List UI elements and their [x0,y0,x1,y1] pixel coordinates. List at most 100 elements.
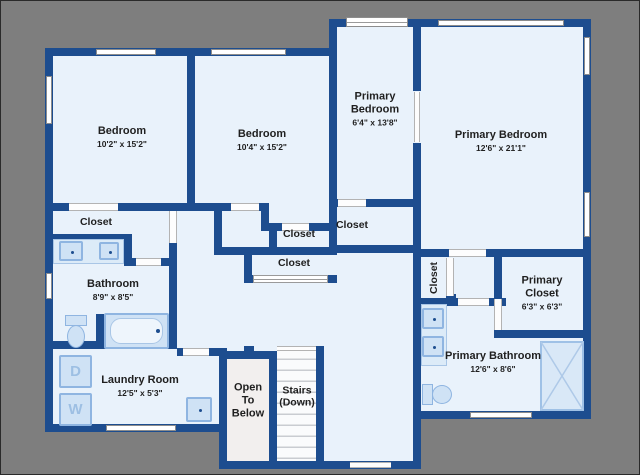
room-name: Primary Bedroom [350,90,400,116]
sink-icon [99,242,119,260]
room-label-stairs: Stairs (Down) [272,385,322,410]
open-to-below-area [227,359,269,461]
wall [413,143,421,199]
room-label-primary-bedroom-small: Primary Bedroom 6'4" x 13'8" [346,91,404,128]
sink-icon [422,336,444,357]
door-opening [338,199,366,207]
dryer-label: D [70,363,81,380]
room-name: Bedroom [97,125,147,138]
staircase [277,349,316,461]
room-label-bedroom-1: Bedroom 10'2" x 15'2" [77,125,167,149]
window [46,76,52,124]
door-opening [449,249,486,257]
room-name: Laundry Room [101,374,179,387]
door-opening [169,211,177,243]
room-name: Primary Bedroom [454,129,548,142]
window [106,425,176,431]
room-name: Stairs (Down) [279,384,315,409]
sink-icon [59,241,83,261]
room-label-primary-bathroom: Primary Bathroom 12'6" x 8'6" [433,350,553,374]
room-dims: 8'9" x 8'5" [92,291,134,302]
room-label-open-to-below: Open To Below [229,382,267,421]
closet-label-vertical: Closet [428,261,440,295]
room-label-bathroom: Bathroom 8'9" x 8'5" [68,278,158,302]
washer-icon: W [59,393,92,426]
wall [187,56,195,204]
room-dims: 12'6" x 21'1" [476,142,526,153]
wall [124,234,132,266]
wall [413,199,421,419]
bathtub-icon [104,313,169,349]
door-opening [136,258,161,266]
washer-label: W [68,401,83,418]
wall [494,249,502,299]
window [211,49,286,55]
door-opening [69,203,118,211]
room-dims: 6'3" x 6'3" [521,301,563,312]
wall [244,346,254,351]
wall [413,19,421,91]
wall [96,314,104,349]
closet-label: Closet [335,219,369,231]
room-label-laundry: Laundry Room 12'5" x 5'3" [90,374,190,398]
wall [337,199,421,207]
door-opening [446,258,454,296]
wall [169,203,177,349]
window [470,412,532,418]
door-opening [494,299,502,330]
room-name: Primary Closet [521,274,563,300]
wall [261,203,269,231]
closet-label: Closet [282,228,316,240]
sink-icon [422,308,444,329]
wall [45,48,337,56]
window [46,273,52,299]
window [96,49,156,55]
room-label-bedroom-2: Bedroom 10'4" x 15'2" [217,128,307,152]
stairs-opening [277,346,316,351]
wall [244,247,252,283]
door-opening [414,92,420,142]
closet-label: Closet [79,216,113,228]
door-opening [183,348,209,356]
wall [316,346,324,461]
window [438,20,564,26]
wall [413,249,591,257]
room-dims: 12'5" x 5'3" [117,387,163,398]
wall [219,348,227,469]
window [346,17,408,27]
wall [219,461,419,469]
wall [269,223,277,255]
wall [269,351,277,461]
wall [214,209,222,255]
wall [45,234,132,242]
closet-label: Closet [277,257,311,269]
wall [413,419,421,469]
room-name: Open To Below [231,381,265,420]
wall [244,275,253,283]
wall [329,56,337,253]
room-dims: 6'4" x 13'8" [352,117,398,128]
shower-icon [540,341,584,411]
wall [214,247,337,255]
window [584,192,590,237]
wall [337,245,421,253]
dryer-icon: D [59,355,92,388]
room-label-primary-bedroom: Primary Bedroom 12'6" x 21'1" [441,129,561,153]
wall [227,351,269,359]
toilet-icon [67,325,85,348]
door-opening [350,462,391,468]
wall [328,275,337,283]
window [584,37,590,75]
laundry-sink-icon [186,397,212,422]
room-dims: 10'2" x 15'2" [97,138,147,149]
door-opening [231,203,259,211]
room-label-primary-closet: Primary Closet 6'3" x 6'3" [515,275,569,312]
room-name: Bedroom [237,128,287,141]
wall [45,203,269,211]
room-name: Bathroom [87,278,139,291]
room-dims: 10'4" x 15'2" [237,141,287,152]
wall [329,19,337,56]
room-dims: 12'6" x 8'6" [470,363,516,374]
room-name: Primary Bathroom [445,350,541,363]
door-opening [458,298,489,306]
